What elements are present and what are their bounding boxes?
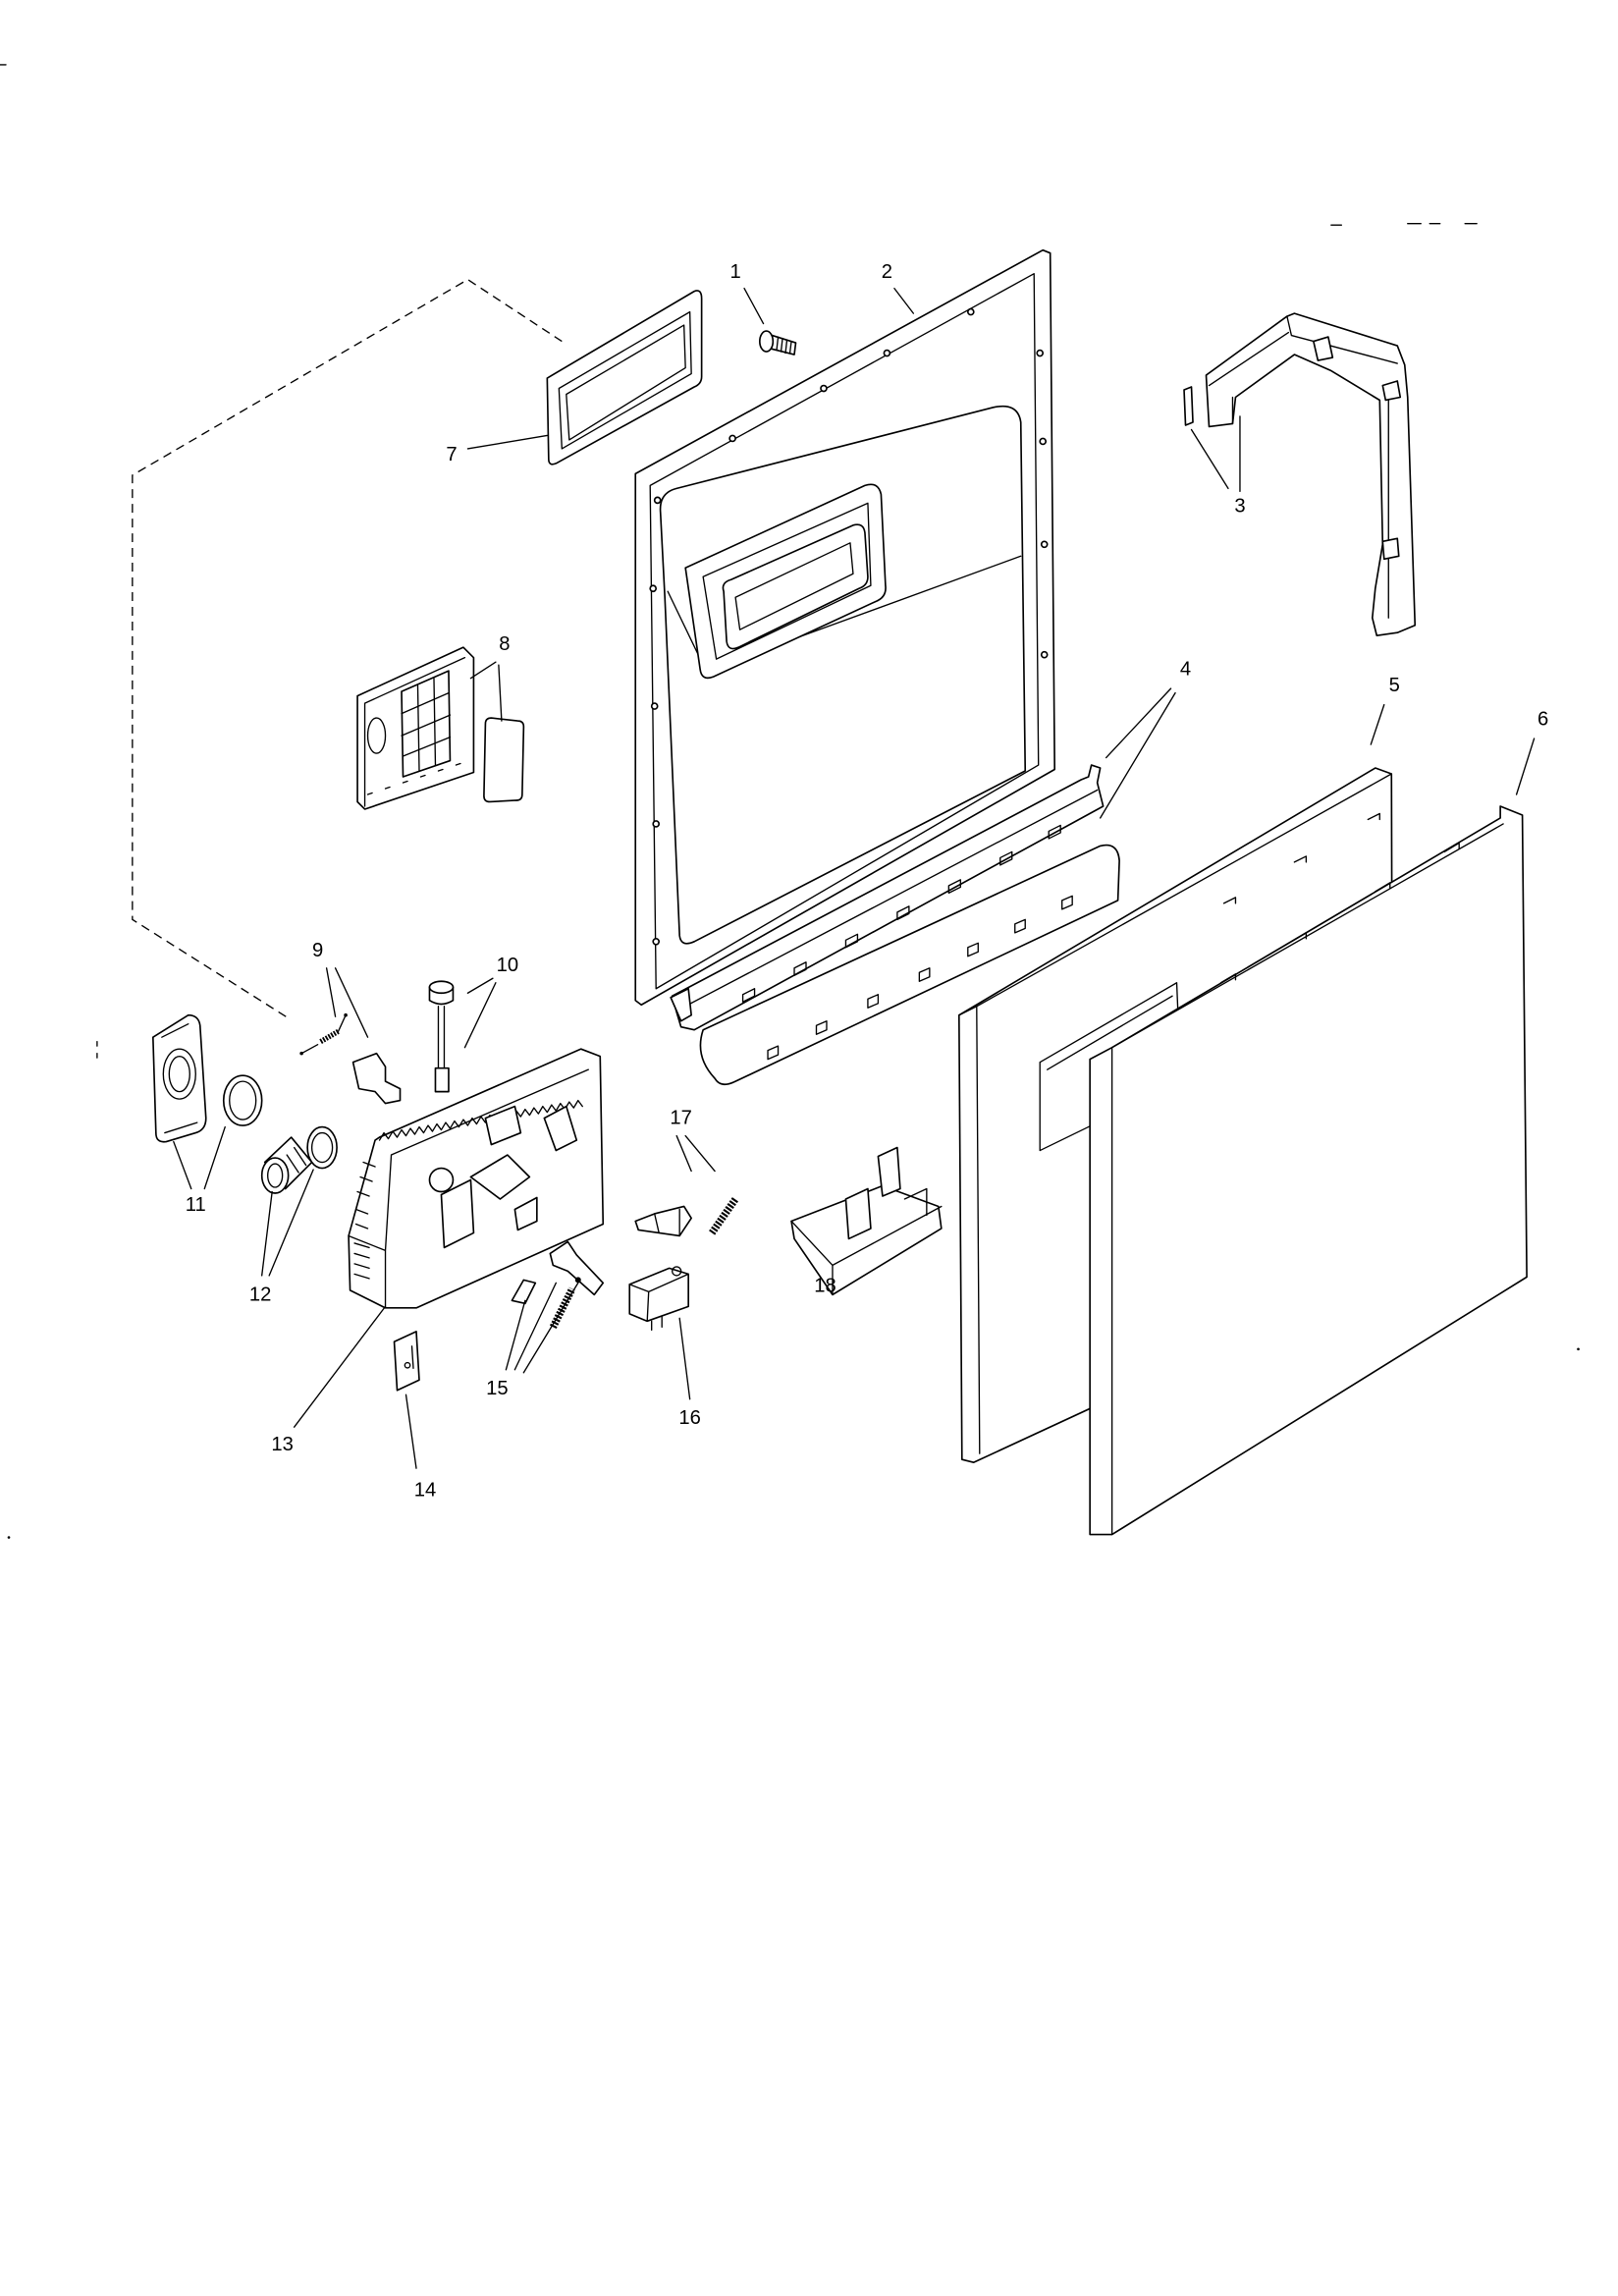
- leader-lines: [173, 287, 1536, 1469]
- assembly-dashed-outline: [132, 278, 563, 1019]
- part-16-switch: [628, 1266, 689, 1331]
- part-2-inner-door: [634, 248, 1056, 1007]
- part-14-plate: [393, 1330, 420, 1392]
- part-8-vent-bracket: [356, 646, 525, 810]
- part-18-latch: [790, 1146, 943, 1296]
- callout-3: 3: [1234, 495, 1245, 517]
- callout-9: 9: [312, 940, 323, 961]
- rail-slots: [741, 824, 1061, 1003]
- guard-slots: [767, 895, 1073, 1061]
- part-10-pin: [428, 980, 455, 1093]
- part-17-lever-spring: [634, 1196, 739, 1237]
- frame-holes: [649, 307, 1049, 946]
- callout-5: 5: [1389, 675, 1400, 696]
- callout-10: 10: [497, 955, 519, 976]
- callout-7: 7: [446, 444, 457, 465]
- callout-13: 13: [271, 1434, 293, 1455]
- part-11-handle-insert: [152, 1013, 263, 1143]
- callout-16: 16: [678, 1407, 701, 1429]
- part-12-bushing: [260, 1125, 338, 1194]
- part-4-bottom-rails: [670, 764, 1120, 1086]
- callout-12: 12: [249, 1284, 272, 1305]
- part-13-dispenser-housing: [348, 1048, 605, 1309]
- part-3-hinge-bracket: [1183, 312, 1417, 637]
- callout-2: 2: [882, 261, 892, 283]
- door-detergent-dispenser: [684, 483, 887, 680]
- part-6-front-panel: [1089, 805, 1528, 1536]
- callout-11: 11: [186, 1194, 206, 1216]
- part-7-gasket: [546, 290, 703, 465]
- callout-18: 18: [814, 1275, 836, 1296]
- callout-15: 15: [486, 1378, 509, 1399]
- callout-14: 14: [414, 1480, 437, 1502]
- callout-17: 17: [670, 1108, 692, 1129]
- callout-8: 8: [499, 633, 510, 655]
- callout-4: 4: [1180, 659, 1191, 681]
- part-9-spring-catch: [299, 1012, 402, 1105]
- callout-labels: 1 2 3 4 5 6 7 8 9 10 11 12 13 14 15 16 1…: [186, 261, 1548, 1501]
- part-1-screw: [758, 330, 797, 355]
- scan-specks: [0, 64, 1580, 1539]
- part-15-levers-spring: [511, 1240, 605, 1329]
- callout-1: 1: [729, 261, 740, 283]
- callout-6: 6: [1537, 709, 1548, 731]
